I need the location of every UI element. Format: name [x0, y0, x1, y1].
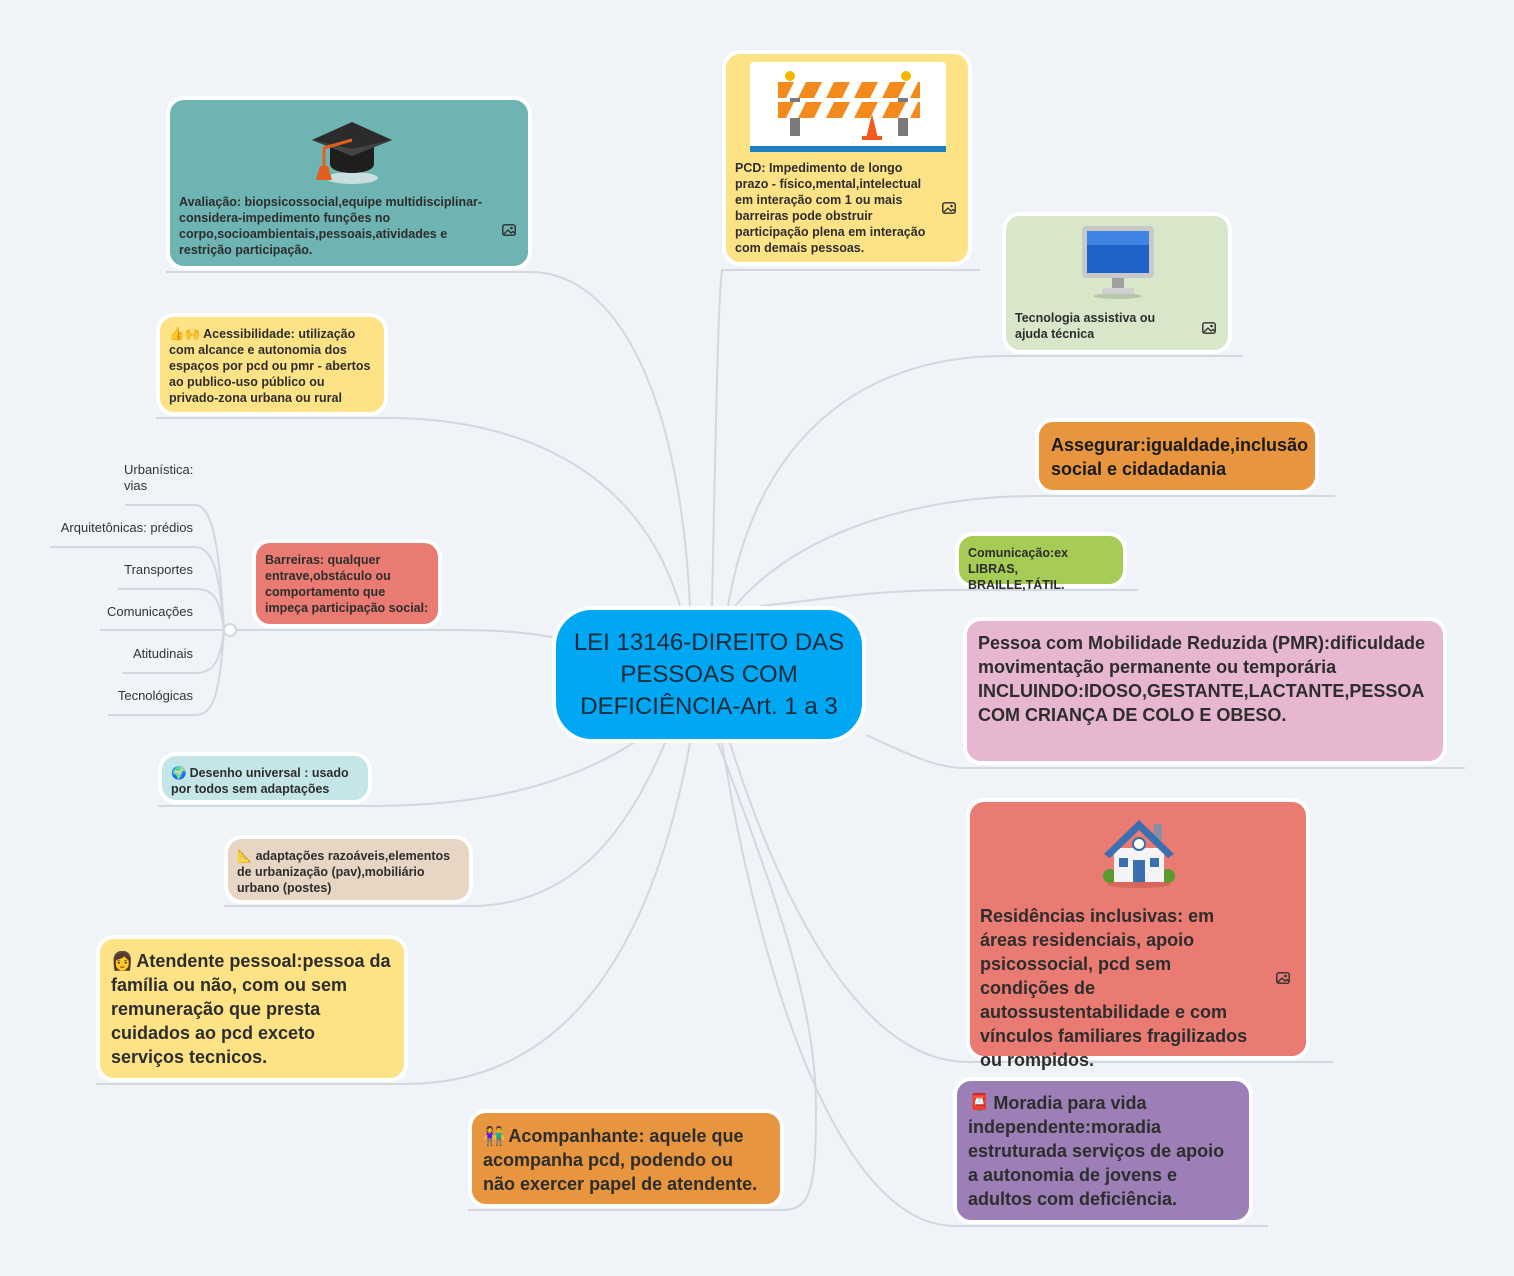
- node-residencias-text: Residências inclusivas: em áreas residen…: [980, 906, 1248, 1070]
- road-barrier-icon: [750, 62, 946, 152]
- thumbs-up-raised-hands-icon: 👍🙌: [169, 327, 201, 341]
- link-residencias: [729, 742, 1333, 1063]
- node-desenho[interactable]: 🌍Desenho universal : usado por todos sem…: [158, 752, 372, 804]
- link-acessibilidade: [156, 417, 681, 607]
- node-residencias[interactable]: Residências inclusivas: em áreas residen…: [966, 798, 1310, 1070]
- node-acompanhante-text: Acompanhante: aquele que acompanha pcd, …: [483, 1126, 758, 1194]
- barreiras-hub: [223, 623, 237, 637]
- node-pmr[interactable]: Pessoa com Mobilidade Reduzida (PMR):dif…: [963, 617, 1447, 765]
- image-icon[interactable]: [502, 224, 516, 236]
- node-assegurar[interactable]: Assegurar:igualdade,inclusão social e ci…: [1035, 418, 1319, 494]
- postbox-icon: 📮: [968, 1093, 991, 1113]
- link-arquitetonicas: [50, 546, 225, 631]
- link-tecnologia: [727, 355, 1243, 607]
- couple-icon: 👫: [483, 1126, 506, 1146]
- node-barreiras-text: Barreiras: qualquer entrave,obstáculo ou…: [265, 553, 429, 615]
- node-adaptacoes[interactable]: 📐adaptações razoáveis,elementos de urban…: [224, 835, 473, 904]
- triangular-ruler-icon: 📐: [237, 849, 253, 863]
- graduation-cap-icon: [312, 122, 392, 184]
- node-tecnologia-text: Tecnologia assistiva ou ajuda técnica: [1015, 311, 1156, 341]
- link-adaptacoes: [224, 742, 666, 907]
- barreira-urbanistica[interactable]: Urbanística: vias: [124, 462, 194, 493]
- computer-monitor-icon: [1082, 226, 1154, 299]
- node-moradia-text: Moradia para vida independente:moradia e…: [968, 1093, 1225, 1209]
- node-barreiras[interactable]: Barreiras: qualquer entrave,obstáculo ou…: [252, 539, 442, 628]
- node-avaliacao[interactable]: Avaliação: biopsicossocial,equipe multid…: [166, 96, 532, 270]
- node-atendente[interactable]: 👩Atendente pessoal:pessoa da família ou …: [96, 935, 408, 1082]
- node-moradia[interactable]: 📮Moradia para vida independente:moradia …: [953, 1077, 1253, 1224]
- link-pcd: [711, 269, 980, 607]
- link-avaliacao: [166, 271, 691, 607]
- barreira-tecnologicas[interactable]: Tecnológicas: [117, 688, 193, 703]
- link-tecnologicas: [108, 629, 225, 716]
- barreira-transportes[interactable]: Transportes: [124, 562, 193, 577]
- node-acessibilidade-text: Acessibilidade: utilização com alcance e…: [169, 327, 371, 405]
- node-pcd-text: PCD: Impedimento de longo prazo - físico…: [735, 161, 926, 255]
- image-icon[interactable]: [942, 202, 956, 214]
- globe-icon: 🌍: [171, 766, 187, 780]
- barreira-atitudinais[interactable]: Atitudinais: [133, 646, 193, 661]
- link-pmr: [865, 734, 1465, 769]
- node-assegurar-text: Assegurar:igualdade,inclusão social e ci…: [1051, 435, 1309, 479]
- node-atendente-text: Atendente pessoal:pessoa da família ou n…: [111, 951, 391, 1067]
- barreira-comunicacoes[interactable]: Comunicações: [107, 604, 193, 619]
- image-icon[interactable]: [1202, 322, 1216, 334]
- barreira-arquitetonicas[interactable]: Arquitetônicas: prédios: [60, 520, 193, 535]
- central-topic-title: LEI 13146-DIREITO DAS PESSOAS COM DEFICI…: [573, 628, 845, 720]
- link-transportes: [118, 588, 225, 631]
- house-icon: [1103, 820, 1175, 888]
- central-topic[interactable]: LEI 13146-DIREITO DAS PESSOAS COM DEFICI…: [552, 606, 866, 743]
- node-adaptacoes-text: adaptações razoáveis,elementos de urbani…: [237, 849, 451, 895]
- link-acompanhante: [468, 742, 818, 1211]
- link-desenho: [158, 741, 636, 807]
- node-tecnologia[interactable]: Tecnologia assistiva ou ajuda técnica: [1002, 212, 1232, 354]
- link-barreiras: [252, 629, 553, 638]
- node-pmr-text: Pessoa com Mobilidade Reduzida (PMR):dif…: [978, 633, 1426, 725]
- node-comunicacao-text: Comunicação:ex LIBRAS, BRAILLE,TÁTIL.: [968, 546, 1069, 592]
- node-desenho-text: Desenho universal : usado por todos sem …: [171, 766, 349, 796]
- link-atendente: [96, 742, 691, 1085]
- node-acompanhante[interactable]: 👫Acompanhante: aquele que acompanha pcd,…: [468, 1109, 784, 1208]
- image-icon[interactable]: [1276, 972, 1290, 984]
- link-moradia: [721, 742, 1268, 1227]
- node-avaliacao-text: Avaliação: biopsicossocial,equipe multid…: [179, 195, 483, 257]
- node-pcd[interactable]: PCD: Impedimento de longo prazo - físico…: [722, 50, 972, 266]
- node-comunicacao[interactable]: Comunicação:ex LIBRAS, BRAILLE,TÁTIL.: [955, 532, 1127, 592]
- woman-icon: 👩: [111, 951, 134, 971]
- link-assegurar: [734, 495, 1335, 607]
- node-acessibilidade[interactable]: 👍🙌Acessibilidade: utilização com alcance…: [156, 313, 388, 416]
- link-comunicacao: [759, 589, 1138, 607]
